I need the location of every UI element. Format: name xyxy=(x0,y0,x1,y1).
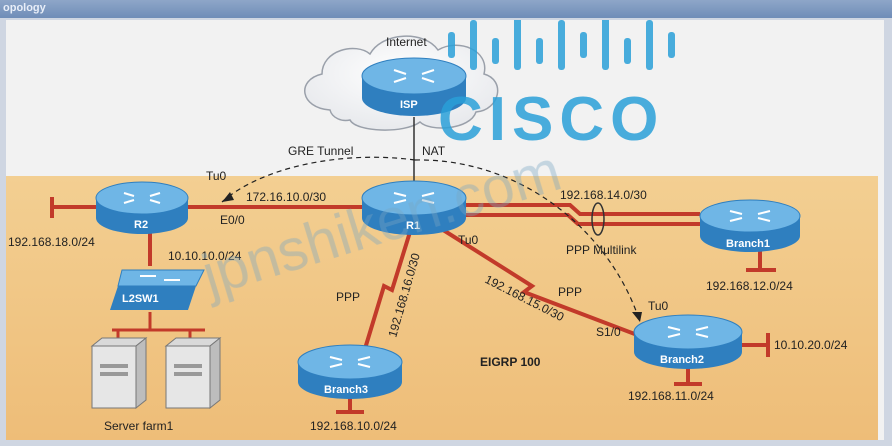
router-r1[interactable]: R1 xyxy=(361,180,467,235)
branch2-tu0-label: Tu0 xyxy=(648,299,669,313)
server-icon xyxy=(164,336,222,410)
links xyxy=(50,117,776,414)
net-192-10-label: 192.168.10.0/24 xyxy=(310,419,397,433)
link-r1-branch2 xyxy=(438,226,641,338)
eigrp-label: EIGRP 100 xyxy=(480,355,541,369)
net-172-label: 172.16.10.0/30 xyxy=(246,190,326,204)
topology-diagram: Internet xyxy=(6,20,878,440)
topology-canvas: Internet xyxy=(6,20,884,440)
r1-tu0-label: Tu0 xyxy=(458,233,479,247)
window-titlebar: opology xyxy=(0,0,892,18)
router-arrows-icon xyxy=(667,326,709,338)
branch3-label: Branch3 xyxy=(324,384,368,396)
branch2-s10-label: S1/0 xyxy=(596,325,621,339)
server-farm: Server farm1 xyxy=(90,336,222,433)
cisco-logo-bars xyxy=(448,20,675,70)
link-r1-branch1-a xyxy=(465,203,700,216)
router-branch3[interactable]: Branch3 xyxy=(297,344,403,399)
multilink-bundle xyxy=(591,202,605,236)
router-arrows-icon xyxy=(393,192,435,204)
branch2-label: Branch2 xyxy=(660,354,704,366)
ppp-multilink-label: PPP Multilink xyxy=(566,243,637,257)
gre-arrow-branch2 xyxy=(632,312,642,322)
router-arrows-icon xyxy=(393,69,435,83)
r2-tu0-label: Tu0 xyxy=(206,169,227,183)
router-isp[interactable]: ISP xyxy=(361,57,467,116)
r1-label: R1 xyxy=(406,220,420,232)
r2-e00-label: E0/0 xyxy=(220,213,245,227)
internet-label: Internet xyxy=(386,35,427,49)
router-arrows-icon xyxy=(729,210,771,222)
server-farm-label: Server farm1 xyxy=(104,419,174,433)
window-title: opology xyxy=(3,2,46,14)
router-arrows-icon xyxy=(329,356,371,368)
router-arrows-icon xyxy=(123,192,161,204)
gre-arrow-r2 xyxy=(222,192,234,202)
r2-label: R2 xyxy=(134,219,148,231)
nat-label: NAT xyxy=(422,144,446,158)
net-192-14-label: 192.168.14.0/30 xyxy=(560,188,647,202)
switch-l2sw1[interactable]: L2SW1 xyxy=(110,269,205,310)
net-10-10-label: 10.10.10.0/24 xyxy=(168,249,242,263)
switch-arrows-icon xyxy=(140,275,180,281)
net-192-18-label: 192.168.18.0/24 xyxy=(8,235,95,249)
gre-tunnel-to-r2 xyxy=(221,156,416,203)
isp-label: ISP xyxy=(400,99,418,111)
router-branch2[interactable]: Branch2 xyxy=(633,314,743,369)
net-192-12-label: 192.168.12.0/24 xyxy=(706,279,793,293)
router-branch1[interactable]: Branch1 xyxy=(699,199,801,252)
router-r2[interactable]: R2 xyxy=(95,181,189,234)
ppp-r1-branch2-label: PPP xyxy=(558,285,582,299)
server-icon xyxy=(90,336,148,410)
gre-tunnel-label: GRE Tunnel xyxy=(288,144,353,158)
gre-tunnel-paths xyxy=(221,156,642,323)
cisco-wordmark: CISCO xyxy=(438,85,664,154)
net-192-11-label: 192.168.11.0/24 xyxy=(628,389,714,403)
branch1-label: Branch1 xyxy=(726,238,770,250)
l2sw1-label: L2SW1 xyxy=(122,293,159,305)
link-r1-branch3 xyxy=(362,231,412,353)
ppp-r1-branch3-label: PPP xyxy=(336,290,360,304)
net-10-20-label: 10.10.20.0/24 xyxy=(774,338,848,352)
gre-tunnel-to-branch2 xyxy=(414,159,641,323)
